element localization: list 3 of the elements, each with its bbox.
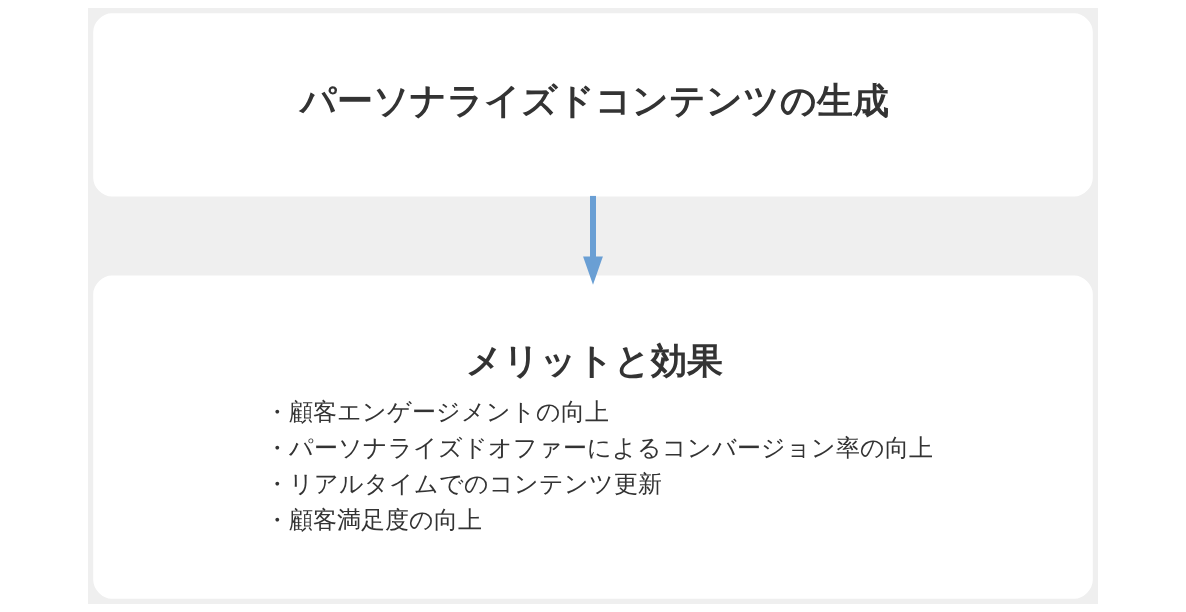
node-box: メリットと効果 ・顧客エンゲージメントの向上 ・パーソナライズドオファーによるコンバージョン率の向上 ・リアルタイムでのコンテンツ更新 ・顧客満足度の向上 [93, 275, 1093, 599]
arrow [583, 195, 603, 285]
node-box: パーソナライズドコンテンツの生成 [93, 13, 1093, 197]
